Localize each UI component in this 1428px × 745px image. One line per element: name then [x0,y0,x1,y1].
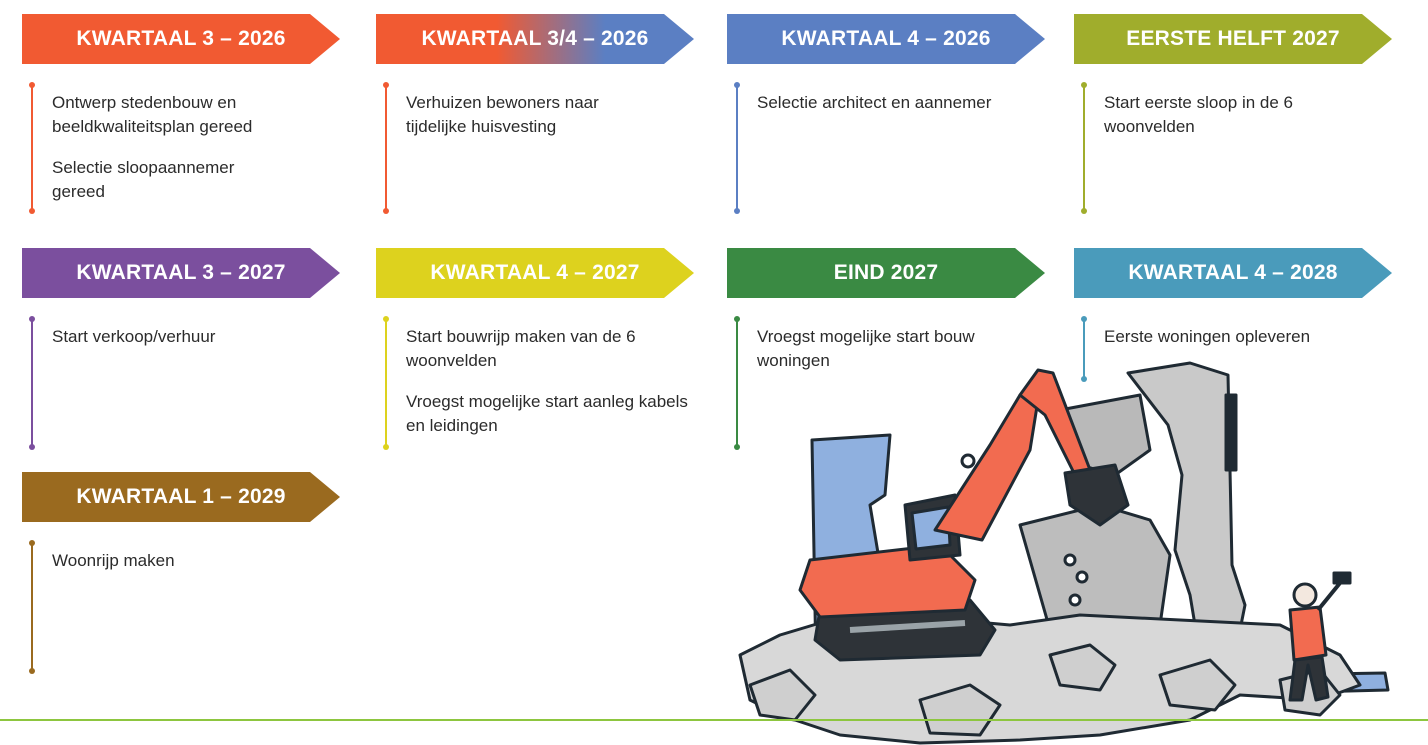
milestone-items: Woonrijp maken [52,549,312,590]
milestone-k4-2026: KWARTAAL 4 – 2026 Selectie architect en … [727,14,1057,219]
milestone-item: Start bouwrijp maken van de 6 woonvelden [406,327,636,370]
milestone-line [734,82,740,214]
milestone-title: EERSTE HELFT 2027 [1126,27,1340,50]
milestone-items: Selectie architect en aannemer [757,91,1077,132]
milestone-items: Verhuizen bewoners naar tijdelijke huisv… [406,91,636,156]
milestone-line [1081,316,1087,382]
milestone-item: Selectie sloopaannemer gereed [52,158,235,201]
milestone-banner: KWARTAAL 3 – 2026 [22,14,340,64]
milestone-item: Verhuizen bewoners naar tijdelijke huisv… [406,93,599,136]
milestone-banner: KWARTAAL 3/4 – 2026 [376,14,694,64]
milestone-item: Ontwerp stedenbouw en beeldkwaliteitspla… [52,93,253,136]
milestone-title: KWARTAAL 4 – 2027 [430,261,640,284]
milestone-title: KWARTAAL 3/4 – 2026 [421,27,649,50]
milestone-k34-2026: KWARTAAL 3/4 – 2026 Verhuizen bewoners n… [376,14,706,219]
milestone-h1-2027: EERSTE HELFT 2027 Start eerste sloop in … [1074,14,1404,219]
milestone-k3-2027: KWARTAAL 3 – 2027 Start verkoop/verhuur [22,248,352,458]
milestone-items: Start verkoop/verhuur [52,325,312,366]
excavator-bucket [1063,463,1130,527]
milestone-line [383,82,389,214]
milestone-item: Vroegst mogelijke start aanleg kabels en… [406,392,688,435]
milestone-line [29,540,35,674]
milestone-line [29,82,35,214]
demolition-excavator-illustration [738,361,1390,745]
milestone-title: KWARTAAL 3 – 2026 [76,27,286,50]
milestone-k3-2026: KWARTAAL 3 – 2026 Ontwerp stedenbouw en … [22,14,352,219]
milestone-banner: KWARTAAL 4 – 2028 [1074,248,1392,298]
milestone-title: KWARTAAL 4 – 2028 [1128,261,1338,284]
milestone-line [734,316,740,450]
milestone-item: Woonrijp maken [52,551,175,570]
worker-figure [1288,571,1352,702]
milestone-title: KWARTAAL 1 – 2029 [76,485,286,508]
milestone-items: Eerste woningen opleveren [1104,325,1404,366]
milestone-item: Vroegst mogelijke start bouw woningen [757,327,975,370]
rubble-rock [748,668,817,722]
rubble-rock [1158,658,1237,712]
milestone-k4-2027: KWARTAAL 4 – 2027 Start bouwrijp maken v… [376,248,706,458]
milestone-line [383,316,389,450]
milestone-title: EIND 2027 [833,261,939,284]
milestone-banner: KWARTAAL 4 – 2026 [727,14,1045,64]
milestone-items: Vroegst mogelijke start bouw woningen [757,325,987,390]
milestone-title: KWARTAAL 3 – 2027 [76,261,286,284]
milestone-item: Eerste woningen opleveren [1104,327,1311,346]
milestone-line [1081,82,1087,214]
milestone-item: Selectie architect en aannemer [757,93,992,112]
milestone-eind-2027: EIND 2027 Vroegst mogelijke start bouw w… [727,248,1057,458]
milestone-title: KWARTAAL 4 – 2026 [781,27,991,50]
milestone-items: Ontwerp stedenbouw en beeldkwaliteitspla… [52,91,312,221]
milestone-items: Start bouwrijp maken van de 6 woonvelden… [406,325,706,455]
excavator-boom [933,393,1040,542]
milestone-banner: KWARTAAL 1 – 2029 [22,472,340,522]
milestone-k1-2029: KWARTAAL 1 – 2029 Woonrijp maken [22,472,352,682]
milestone-items: Start eerste sloop in de 6 woonvelden [1104,91,1314,156]
milestone-banner: EIND 2027 [727,248,1045,298]
milestone-k4-2028: KWARTAAL 4 – 2028 Eerste woningen opleve… [1074,248,1404,458]
milestone-banner: EERSTE HELFT 2027 [1074,14,1392,64]
milestone-item: Start eerste sloop in de 6 woonvelden [1104,93,1294,136]
bottom-rule [0,719,1428,721]
milestone-item: Start verkoop/verhuur [52,327,216,346]
milestone-line [29,316,35,450]
broken-slab [1018,503,1172,632]
rubble-rock [1048,643,1117,692]
milestone-banner: KWARTAAL 4 – 2027 [376,248,694,298]
milestone-banner: KWARTAAL 3 – 2027 [22,248,340,298]
